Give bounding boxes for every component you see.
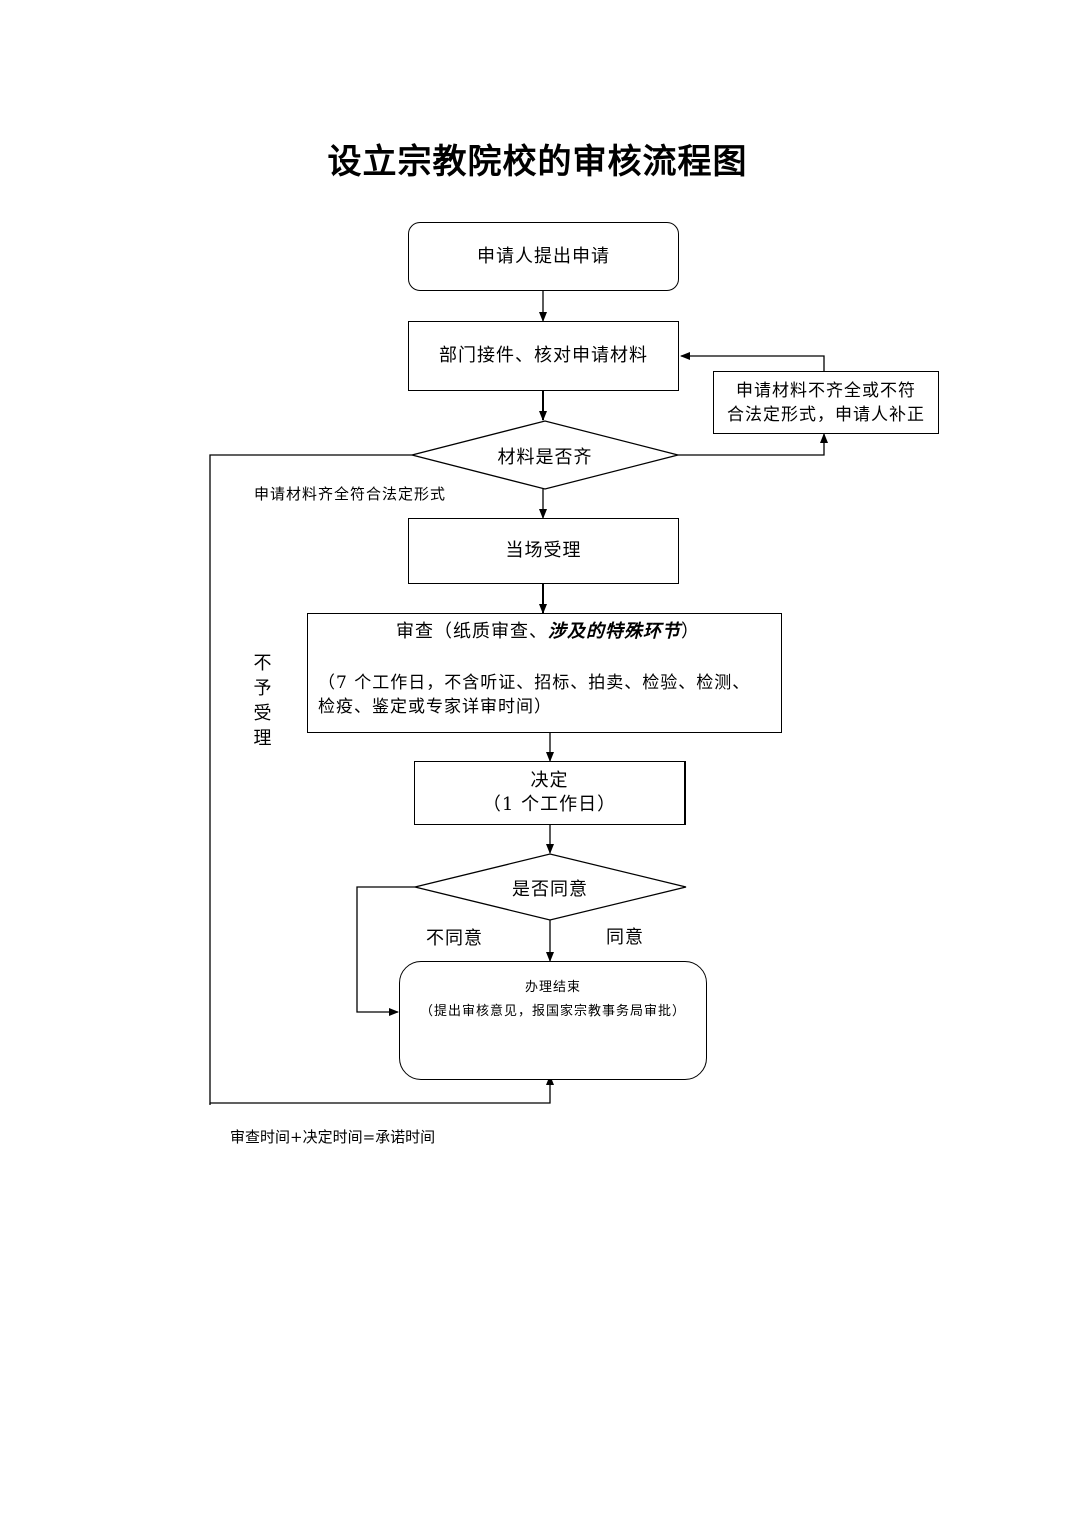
end-node: 办理结束 （提出审核意见，报国家宗教事务局审批） [399, 961, 707, 1080]
not-accept-char-4: 理 [253, 728, 273, 749]
not-accept-label: 不 予 受 理 [253, 651, 273, 751]
decision-line-2: （1 个工作日） [482, 794, 617, 815]
footnote: 审查时间+决定时间=承诺时间 [230, 1128, 436, 1146]
arrow-supplement-to-receive [680, 352, 825, 371]
receive-node: 部门接件、核对申请材料 [408, 321, 679, 391]
disagree-label: 不同意 [426, 928, 483, 949]
accept-node-label: 当场受理 [505, 540, 582, 561]
page-title: 设立宗教院校的审核流程图 [327, 142, 748, 182]
not-accept-char-2: 予 [253, 678, 273, 699]
accept-node: 当场受理 [408, 518, 679, 584]
supplement-line-2: 合法定形式，申请人补正 [727, 404, 925, 425]
check-complete-label: 材料是否齐 [497, 447, 593, 468]
receive-node-label: 部门接件、核对申请材料 [439, 345, 648, 366]
end-line-2: （提出审核意见，报国家宗教事务局审批） [419, 1004, 686, 1019]
agree-check-label: 是否同意 [512, 879, 588, 900]
complete-condition-label: 申请材料齐全符合法定形式 [254, 485, 447, 503]
review-suffix: ） [681, 621, 700, 642]
not-accept-char-3: 受 [253, 703, 273, 724]
arrow-disagree-to-end [356, 886, 415, 1016]
supplement-node: 申请材料不齐全或不符 合法定形式，申请人补正 [713, 371, 939, 434]
decision-line-1: 决定 [530, 770, 569, 791]
review-emphasis: 涉及的特殊环节 [548, 621, 681, 642]
supplement-line-1: 申请材料不齐全或不符 [736, 380, 916, 401]
review-node: 审查（纸质审查、涉及的特殊环节） （7 个工作日，不含听证、招标、拍卖、检验、检… [307, 613, 782, 733]
start-node-label: 申请人提出申请 [477, 245, 610, 267]
decision-diamond-agree [414, 853, 687, 921]
agree-label: 同意 [606, 927, 644, 948]
end-line-1: 办理结束 [524, 980, 581, 995]
review-line-3: 检疫、鉴定或专家详审时间） [318, 697, 552, 717]
review-title: 审查（纸质审查、涉及的特殊环节） [396, 620, 700, 644]
arrow-check-to-supplement [678, 433, 828, 456]
decision-diamond-complete [411, 420, 679, 490]
review-line-2: （7 个工作日，不含听证、招标、拍卖、检验、检测、 [318, 673, 751, 693]
not-accept-char-1: 不 [253, 653, 273, 674]
decision-node: 决定 （1 个工作日） [414, 761, 686, 825]
start-node: 申请人提出申请 [408, 222, 679, 291]
review-prefix: 审查（纸质审查、 [396, 621, 548, 642]
